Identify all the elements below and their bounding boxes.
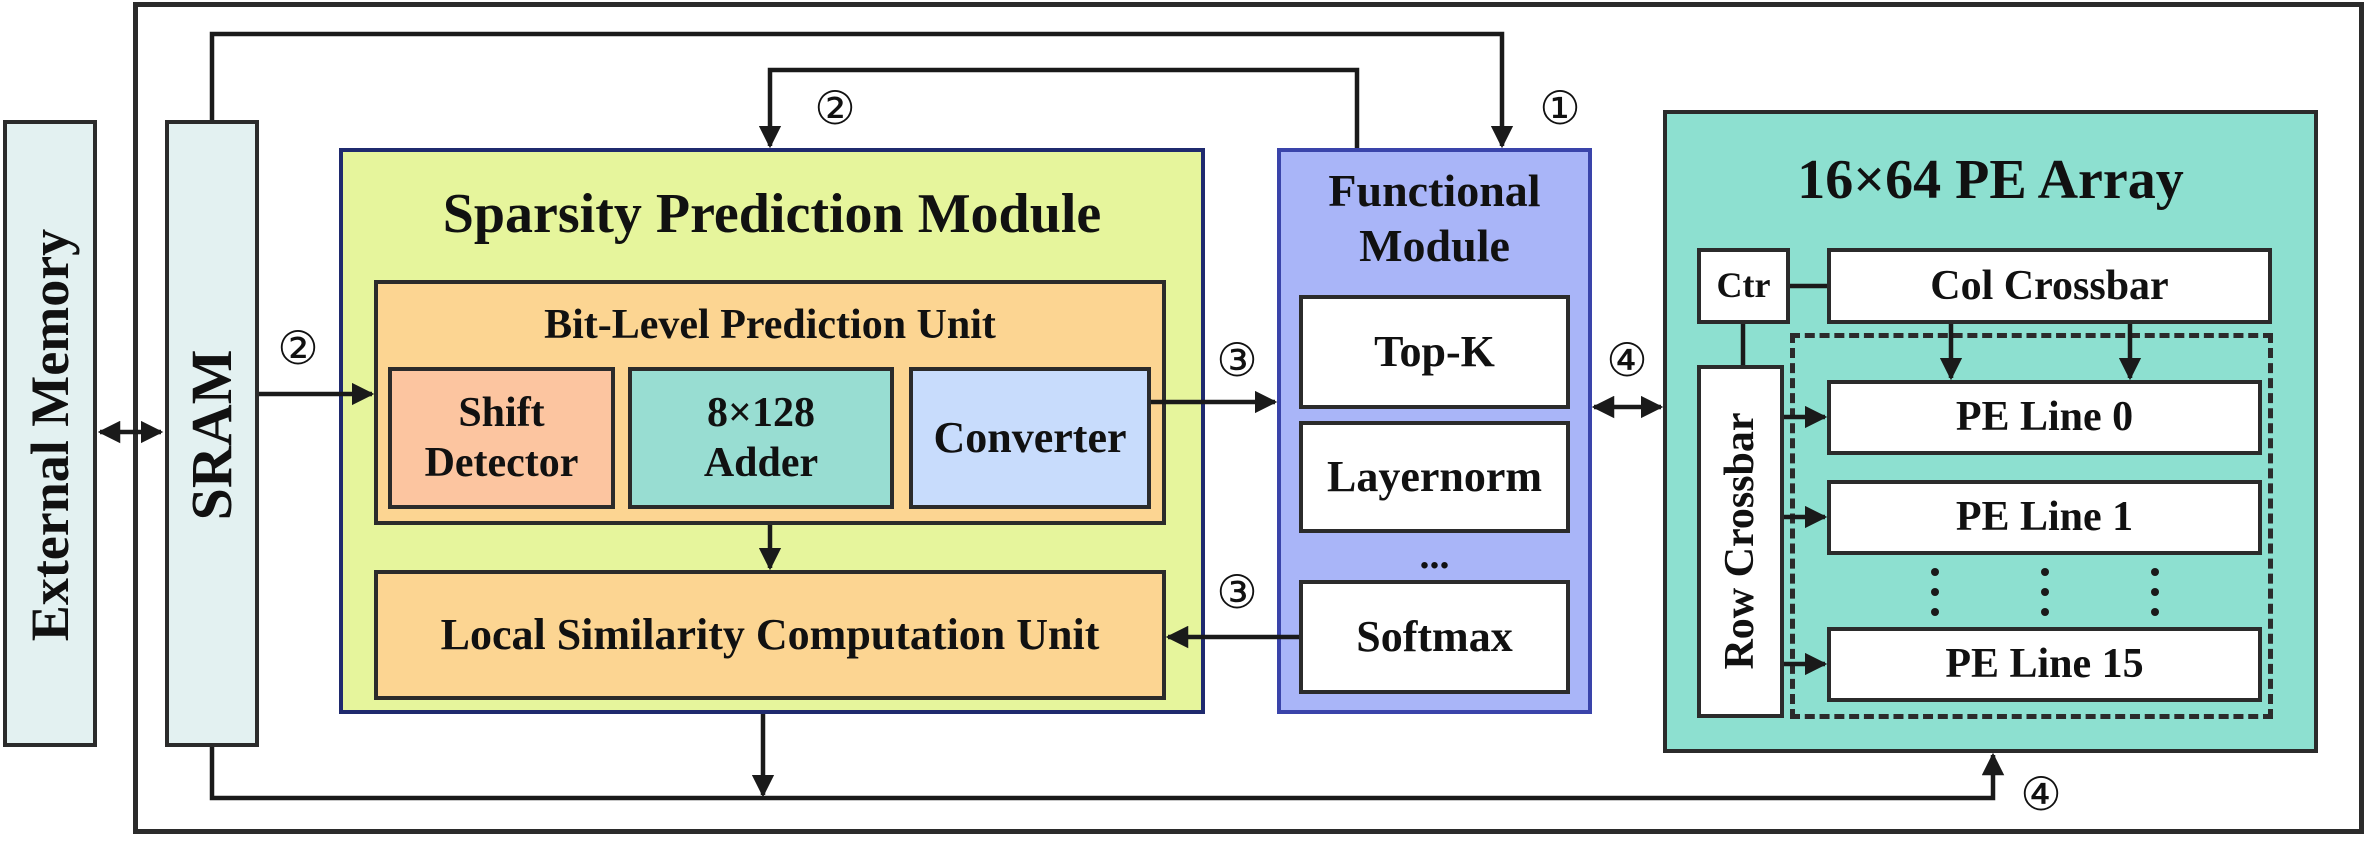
pe-line-15-label: PE Line 15 bbox=[1945, 641, 2144, 688]
marker-four-right: ④ bbox=[1606, 333, 1648, 387]
local-similarity-unit bbox=[374, 570, 1166, 700]
marker-three-bottom: ③ bbox=[1216, 565, 1258, 619]
marker-three-top: ③ bbox=[1216, 333, 1258, 387]
marker-two-left: ② bbox=[277, 321, 319, 375]
ctr-block bbox=[1697, 248, 1790, 324]
accelerator-frame bbox=[133, 2, 2364, 834]
sram-block bbox=[165, 120, 259, 747]
converter-label: Converter bbox=[933, 412, 1127, 462]
external-memory-block bbox=[3, 120, 97, 747]
softmax-label: Softmax bbox=[1356, 611, 1513, 661]
topk-block bbox=[1299, 295, 1570, 409]
col-crossbar-label: Col Crossbar bbox=[1930, 262, 2169, 309]
pe-line-0-label: PE Line 0 bbox=[1955, 394, 2134, 441]
softmax-block bbox=[1299, 580, 1570, 694]
adder-label: 8×128 Adder bbox=[703, 389, 819, 486]
pe-group-dashed bbox=[1790, 333, 2273, 719]
ctr-label: Ctr bbox=[1716, 265, 1771, 306]
pe-array-title: 16×64 PE Array bbox=[1797, 149, 2184, 212]
adder-block bbox=[628, 367, 894, 509]
functional-module-title: Functional Module bbox=[1328, 164, 1541, 271]
col-crossbar-block bbox=[1827, 248, 2272, 324]
marker-four-bottom: ④ bbox=[2020, 767, 2062, 821]
row-crossbar-block bbox=[1697, 365, 1784, 718]
shift-detector-label: Shift Detector bbox=[424, 389, 579, 486]
marker-two-top: ② bbox=[814, 81, 856, 135]
converter-block bbox=[909, 367, 1151, 509]
functional-to-sparsity-path bbox=[758, 67, 1360, 149]
pe-line-1-label: PE Line 1 bbox=[1955, 494, 2134, 541]
pe-line-1 bbox=[1827, 480, 2262, 555]
pe-line-dots bbox=[1931, 568, 2159, 616]
shift-detector-block bbox=[388, 367, 615, 509]
pe-line-15 bbox=[1827, 627, 2262, 702]
sparsity-module-title: Sparsity Prediction Module bbox=[442, 183, 1102, 246]
marker-one: ① bbox=[1539, 81, 1581, 135]
functional-ellipsis: ... bbox=[1419, 532, 1450, 577]
pe-line-0 bbox=[1827, 380, 2262, 455]
sram-to-functional-path bbox=[209, 31, 1514, 149]
topk-label: Top-K bbox=[1374, 326, 1495, 376]
layernorm-block bbox=[1299, 421, 1570, 533]
bit-level-title: Bit-Level Prediction Unit bbox=[544, 301, 996, 348]
sram-to-pe-bus bbox=[209, 747, 2005, 801]
local-similarity-label: Local Similarity Computation Unit bbox=[440, 609, 1100, 659]
layernorm-label: Layernorm bbox=[1326, 451, 1543, 501]
